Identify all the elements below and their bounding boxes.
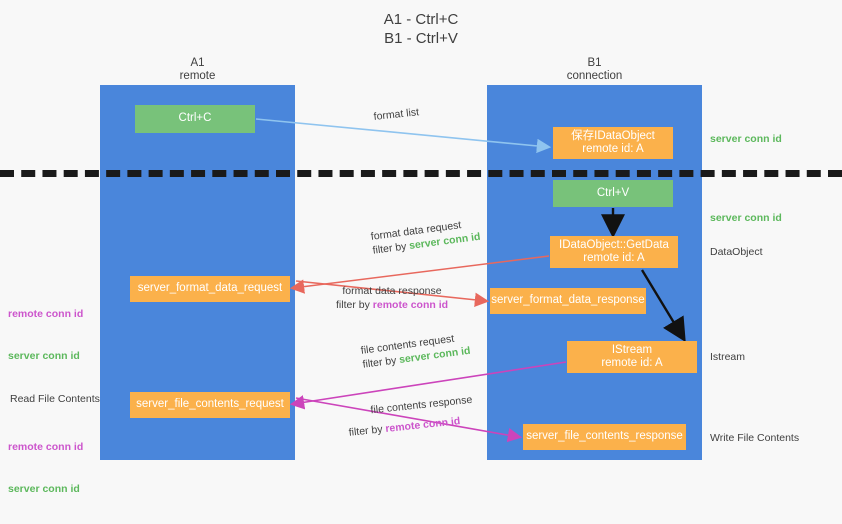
annotation-server-conn-id: server conn id xyxy=(8,350,80,362)
edge-label-format-data-response: format data response filter by remote co… xyxy=(336,284,448,312)
filter-prefix: filter by xyxy=(348,423,387,439)
diagram-canvas: A1 - Ctrl+C B1 - Ctrl+V A1 remote B1 con… xyxy=(0,11,842,495)
edge-file-contents-request xyxy=(289,361,567,410)
node-ctrl-c[interactable]: Ctrl+C xyxy=(135,105,255,133)
edge-getdata-to-istream xyxy=(640,269,686,343)
phase-divider xyxy=(0,170,842,177)
edge-label-line1: format data response xyxy=(342,285,442,297)
node-idataobject-getdata[interactable]: IDataObject::GetData remote id: A xyxy=(550,236,678,268)
annotation-read-file-contents: Read File Contents xyxy=(10,393,100,405)
node-ctrl-v[interactable]: Ctrl+V xyxy=(553,180,673,207)
edge-file-contents-response xyxy=(295,397,523,443)
annotation-conn-ids-upper: remote conn id server conn id xyxy=(8,279,83,391)
edge-format-data-response xyxy=(295,280,490,307)
annotation-write-file-contents: Write File Contents xyxy=(710,432,800,444)
annotation-istream: Istream xyxy=(710,351,746,363)
edge-format-list xyxy=(255,118,552,154)
lane-header-a1: A1 remote xyxy=(179,57,216,82)
node-istream[interactable]: IStream remote id: A xyxy=(567,341,697,373)
page-title: A1 - Ctrl+C B1 - Ctrl+V xyxy=(383,11,459,47)
node-server-format-data-response[interactable]: server_format_data_response xyxy=(490,288,646,314)
filter-prefix: filter by xyxy=(336,299,373,311)
annotation-server-conn-id: server conn id xyxy=(8,483,80,495)
annotation-dataobject: DataObject xyxy=(710,246,763,258)
annotation-server-conn-id-second: server conn id xyxy=(710,212,782,224)
node-server-file-contents-response[interactable]: server_file_contents_response xyxy=(523,424,686,450)
annotation-remote-conn-id: remote conn id xyxy=(8,308,84,320)
edge-format-data-request xyxy=(289,255,550,294)
node-save-idataobject[interactable]: 保存IDataObject remote id: A xyxy=(553,127,673,159)
edge-label-line2: filter by remote conn id xyxy=(336,298,448,312)
annotation-server-conn-id-top: server conn id xyxy=(710,133,782,145)
filter-target: remote conn id xyxy=(372,299,449,311)
annotation-conn-ids-lower: remote conn id server conn id xyxy=(8,412,83,524)
connector-layer xyxy=(255,118,686,443)
lane-header-b1: B1 connection xyxy=(566,57,623,82)
node-server-file-contents-request[interactable]: server_file_contents_request xyxy=(130,392,290,418)
node-server-format-data-request[interactable]: server_format_data_request xyxy=(130,276,290,302)
annotation-remote-conn-id: remote conn id xyxy=(8,441,84,453)
